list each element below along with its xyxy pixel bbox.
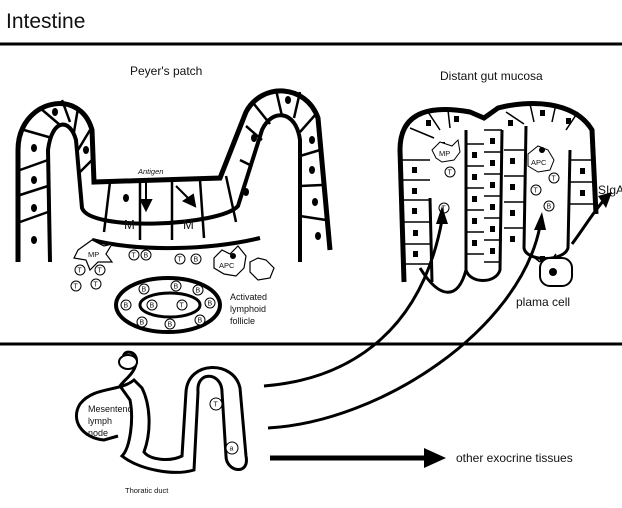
- apc-distant: APC: [528, 146, 554, 172]
- b-cell-label: B: [194, 257, 199, 264]
- m-cell-label-1: M: [124, 217, 135, 232]
- lymphoid-follicle: B B B B B B T B B B: [116, 278, 220, 332]
- node-label-line-1: Mesentenc: [88, 404, 133, 414]
- apc-label-peyers: APC: [219, 261, 235, 270]
- b-cell-label: B: [150, 303, 155, 310]
- t-cell-label: T: [552, 176, 557, 183]
- b-cell-label: B: [168, 322, 173, 329]
- b-cell-label: B: [142, 287, 147, 294]
- mesenteric-lymph-system: Mesentenc lymph node T a Thoratic duct: [76, 352, 246, 495]
- t-cell-label: T: [78, 268, 83, 275]
- distant-gut-mucosa: Distant gut mucosa: [400, 69, 622, 309]
- t-cell-label: T: [94, 282, 99, 289]
- thoracic-duct-label: Thoratic duct: [125, 486, 169, 495]
- t-cell-label: T: [534, 188, 539, 195]
- b-cell-label: B: [174, 284, 179, 291]
- peyers-patch-heading: Peyer's patch: [130, 64, 202, 78]
- other-tissues-label: other exocrine tissues: [456, 451, 573, 465]
- distant-mucosa-heading: Distant gut mucosa: [440, 69, 543, 83]
- b-cell-label: B: [198, 318, 203, 325]
- b-cell-label: B: [547, 204, 552, 211]
- node-label-line-2: lymph: [88, 416, 112, 426]
- a-cell-label: a: [230, 446, 234, 453]
- peyers-cell-dividers: [20, 90, 326, 240]
- t-cell-label: T: [74, 284, 79, 291]
- peyers-patch: Peyer's patch M M: [18, 64, 330, 332]
- node-label-line-3: node: [88, 428, 108, 438]
- antigen-label: Antigen: [137, 167, 163, 176]
- b-cell-label: B: [140, 320, 145, 327]
- follicle-label-line-3: follicle: [230, 316, 255, 326]
- follicle-label-line-1: Activated: [230, 292, 267, 302]
- t-cell-label: T: [180, 303, 185, 310]
- b-cell-label: B: [196, 288, 201, 295]
- b-cell-label: B: [208, 301, 213, 308]
- macrophage-distant: MP: [432, 140, 460, 162]
- m-cell-label-2: M: [183, 217, 194, 232]
- diagram-title: Intestine: [6, 10, 85, 33]
- apc-peyers: APC: [214, 246, 274, 280]
- t-cell-label: T: [98, 268, 103, 275]
- siga-arrow: [572, 192, 612, 244]
- t-cell-label: T: [214, 402, 219, 409]
- mp-label-peyers: MP: [88, 250, 99, 259]
- mp-label-distant: MP: [439, 149, 450, 158]
- b-cell-label: B: [144, 253, 149, 260]
- peyers-epithelium-base: [92, 238, 260, 248]
- antigen-arrows: [141, 182, 195, 210]
- t-cell-label: T: [448, 170, 453, 177]
- t-cell-label: T: [178, 257, 183, 264]
- plasma-cell-label: plama cell: [516, 295, 570, 309]
- b-cell-label: B: [124, 303, 129, 310]
- plasma-cell: [540, 258, 572, 286]
- siga-label: SIgA: [598, 183, 622, 197]
- apc-label-distant: APC: [531, 158, 547, 167]
- t-cell-label: T: [132, 253, 137, 260]
- node-top-knob: [119, 355, 137, 369]
- follicle-label-line-2: lymphoid: [230, 304, 266, 314]
